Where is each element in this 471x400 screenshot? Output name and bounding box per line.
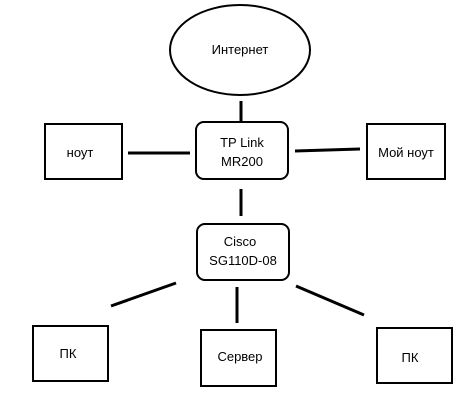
node-pc-left: ПК <box>32 325 109 382</box>
pc-left-label: ПК <box>60 346 77 361</box>
switch-label-line2: SG110D-08 <box>209 253 277 268</box>
router-box <box>195 121 289 180</box>
pc-right-box <box>376 327 453 384</box>
server-label: Сервер <box>217 349 262 364</box>
node-switch: Cisco SG110D-08 <box>196 223 290 281</box>
switch-box <box>196 223 290 281</box>
node-server: Сервер <box>200 329 277 387</box>
node-router: TP Link MR200 <box>195 121 289 180</box>
router-label-line2: MR200 <box>221 154 263 169</box>
internet-label: Интернет <box>212 42 269 57</box>
internet-ellipse <box>169 4 311 96</box>
laptop-left-label: ноут <box>67 145 94 160</box>
pc-right-label: ПК <box>402 350 419 365</box>
router-label-line1: TP Link <box>220 135 264 150</box>
node-internet: Интернет <box>169 4 311 96</box>
node-laptop-left: ноут <box>44 123 123 180</box>
laptop-right-label: Мой ноут <box>378 145 434 160</box>
edge-switch-pc-left <box>110 281 177 308</box>
laptop-right-box <box>366 123 446 180</box>
edge-switch-pc-right <box>295 284 365 317</box>
laptop-left-box <box>44 123 123 180</box>
edge-router-laptop-right <box>294 147 361 153</box>
node-laptop-right: Мой ноут <box>366 123 446 180</box>
server-box <box>200 329 277 387</box>
switch-label-line1: Cisco <box>224 234 257 249</box>
pc-left-box <box>32 325 109 382</box>
node-pc-right: ПК <box>376 327 453 384</box>
